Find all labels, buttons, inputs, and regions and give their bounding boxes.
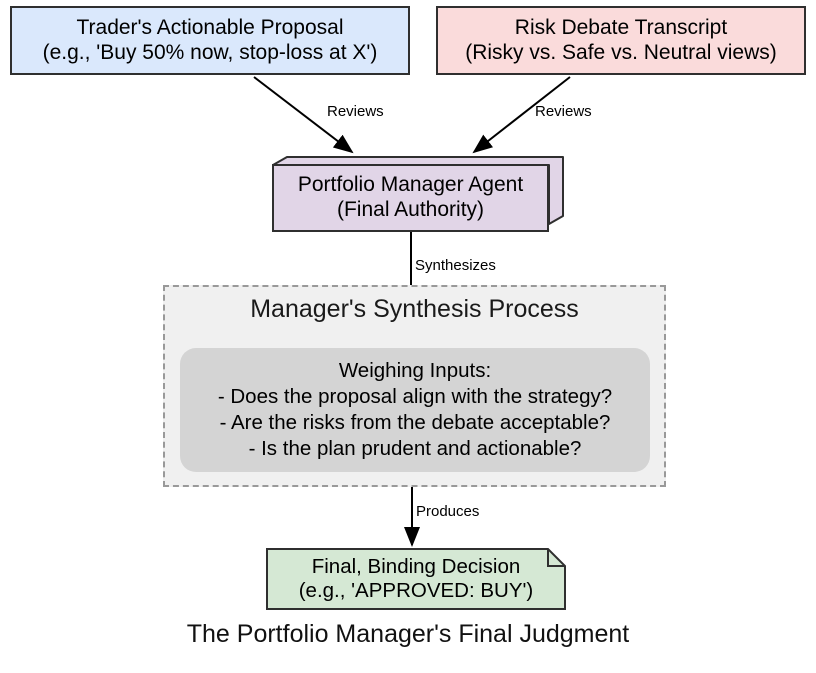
manager-line-1: Portfolio Manager Agent bbox=[297, 173, 524, 197]
weighing-line-2: - Does the proposal align with the strat… bbox=[217, 384, 613, 408]
edge-label-synthesizes: Synthesizes bbox=[415, 257, 496, 274]
node-portfolio-manager-agent[interactable]: Portfolio Manager Agent (Final Authority… bbox=[272, 156, 564, 232]
weighing-line-4: - Is the plan prudent and actionable? bbox=[248, 437, 582, 461]
proposal-line-1: Trader's Actionable Proposal bbox=[76, 15, 344, 39]
edge-proposal-to-manager bbox=[253, 76, 354, 154]
edge-label-reviews-left: Reviews bbox=[327, 103, 384, 120]
diagram-caption: The Portfolio Manager's Final Judgment bbox=[186, 620, 630, 648]
manager-line-2: (Final Authority) bbox=[336, 198, 485, 221]
portfolio-manager-face: Portfolio Manager Agent (Final Authority… bbox=[272, 164, 549, 232]
decision-line-1: Final, Binding Decision bbox=[311, 554, 521, 578]
transcript-line-1: Risk Debate Transcript bbox=[514, 15, 728, 39]
decision-text: Final, Binding Decision (e.g., 'APPROVED… bbox=[266, 548, 566, 610]
weighing-line-3: - Are the risks from the debate acceptab… bbox=[219, 411, 611, 434]
node-risk-debate-transcript[interactable]: Risk Debate Transcript (Risky vs. Safe v… bbox=[436, 6, 806, 75]
edge-transcript-to-manager bbox=[472, 76, 571, 154]
node-trader-proposal[interactable]: Trader's Actionable Proposal (e.g., 'Buy… bbox=[10, 6, 410, 75]
decision-line-2: (e.g., 'APPROVED: BUY') bbox=[298, 579, 534, 602]
synthesis-process-title: Manager's Synthesis Process bbox=[250, 295, 579, 323]
note-shape-folded-corner bbox=[266, 548, 566, 610]
transcript-line-2: (Risky vs. Safe vs. Neutral views) bbox=[465, 40, 777, 64]
edge-label-reviews-right: Reviews bbox=[535, 103, 592, 120]
node-final-binding-decision[interactable]: Final, Binding Decision (e.g., 'APPROVED… bbox=[266, 548, 566, 610]
node-weighing-inputs[interactable]: Weighing Inputs: - Does the proposal ali… bbox=[180, 348, 650, 472]
proposal-line-2: (e.g., 'Buy 50% now, stop-loss at X') bbox=[42, 40, 378, 64]
edge-label-produces: Produces bbox=[416, 503, 480, 520]
weighing-line-1: Weighing Inputs: bbox=[338, 358, 492, 382]
